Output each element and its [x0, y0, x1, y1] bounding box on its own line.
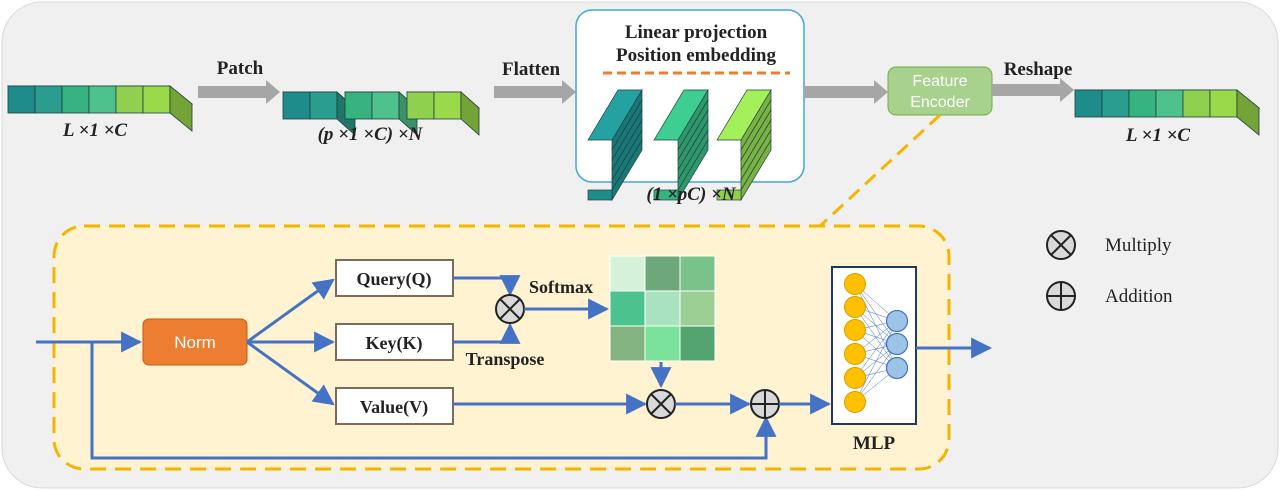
patch-3-side-face [460, 91, 480, 136]
input-seq-cell [61, 85, 90, 114]
input-seq-side-face [169, 85, 193, 132]
attention-cell [644, 255, 681, 292]
attention-cell [609, 325, 646, 362]
key-label: Key(K) [366, 333, 423, 354]
mlp-input-neuron [844, 296, 866, 318]
attention-cell [644, 290, 681, 327]
input-dims-label: L ×1 ×C [62, 120, 128, 141]
patches-block [281, 91, 481, 136]
input-seq-cell [34, 85, 63, 114]
feature-encoder-line1: Feature [912, 73, 967, 90]
flattened-dims-label: (1 ×pC) ×N [646, 184, 736, 205]
input-sequence-block [6, 85, 194, 132]
mlp-input-neuron [844, 391, 866, 413]
mlp-output-neuron [885, 332, 909, 356]
norm-label: Norm [174, 333, 216, 352]
mlp-input-neuron [844, 319, 866, 341]
output-seq-cell [1182, 89, 1211, 118]
mlp-network [844, 273, 909, 413]
mlp-edge [854, 320, 898, 379]
feature-encoder-line2: Encoder [910, 94, 970, 111]
flattened-patches-block [587, 88, 772, 202]
flat-col-2-front-face [653, 189, 679, 201]
softmax-label: Softmax [529, 277, 593, 297]
output-seq-cell [1074, 89, 1103, 118]
flat-col-3-top-face [716, 89, 772, 141]
legend-addition-icon [1046, 281, 1076, 311]
output-seq-cell [1209, 89, 1238, 118]
attention-cell [644, 325, 681, 362]
legend-addition-label: Addition [1105, 286, 1173, 307]
mlp-input-neuron [844, 367, 866, 389]
mlp-output-neuron [885, 356, 909, 380]
patch-3-cell [433, 91, 462, 120]
encoder-arrow-icon [804, 80, 888, 104]
query-to-multiply-arrow [453, 275, 521, 297]
input-seq-cell [142, 85, 171, 114]
addition-icon [750, 389, 780, 419]
norm-to-value-arrow [246, 340, 335, 406]
attention-matrix [609, 255, 716, 362]
input-seq-cell [88, 85, 117, 114]
patch-1-cell [282, 91, 311, 120]
flatten-label: Flatten [502, 59, 560, 80]
patches-dims-label: (p ×1 ×C) ×N [318, 124, 424, 145]
reshape-arrow-icon [992, 78, 1074, 102]
mlp-input-neuron [844, 273, 866, 295]
output-seq-cell [1101, 89, 1130, 118]
mlp-output-neuron [885, 309, 909, 333]
value-label: Value(V) [360, 397, 428, 418]
key-to-multiply-arrow [453, 322, 521, 344]
mlp-label: MLP [853, 433, 896, 454]
projection-title-line1: Linear projection [625, 22, 768, 43]
flat-col-3-front-face [716, 189, 742, 201]
mlp-input-neuron [844, 343, 866, 365]
patch-label: Patch [217, 58, 264, 79]
attention-cell [679, 290, 716, 327]
input-seq-cell [115, 85, 144, 114]
norm-to-query-arrow [246, 278, 335, 344]
patch-arrow-icon [198, 80, 280, 104]
mlp-edge [854, 320, 898, 403]
multiply-icon [495, 294, 525, 324]
query-label: Query(Q) [357, 269, 432, 290]
attention-cell [679, 255, 716, 292]
output-seq-side-face [1236, 89, 1260, 136]
attention-cell [609, 290, 646, 327]
query-box[interactable] [335, 259, 454, 297]
output-seq-cell [1155, 89, 1184, 118]
residual-flow-line [90, 342, 777, 460]
flatten-arrow-icon [494, 80, 576, 104]
encoder-detail-panel [52, 224, 951, 471]
patch-2-cell [371, 91, 400, 120]
input-seq-cell [7, 85, 36, 114]
flat-col-1-front-face [587, 189, 613, 201]
mlp-edge [854, 343, 898, 403]
reshape-label: Reshape [1004, 59, 1073, 80]
output-sequence-block [1073, 89, 1261, 136]
flat-col-2-top-face [653, 89, 709, 141]
patch-1-cell [309, 91, 338, 120]
key-box[interactable] [335, 323, 454, 361]
projection-title-line2: Position embedding [616, 45, 776, 66]
patch-3-cell [406, 91, 435, 120]
zoom-connector-line [818, 113, 942, 228]
attention-cell [609, 255, 646, 292]
value-box[interactable] [335, 387, 454, 425]
multiply-icon [646, 389, 676, 419]
attention-cell [679, 325, 716, 362]
flat-col-1-top-face [587, 89, 643, 141]
patch-2-cell [344, 91, 373, 120]
output-dims-label: L ×1 ×C [1125, 125, 1191, 146]
legend-multiply-icon [1046, 230, 1076, 260]
output-seq-cell [1128, 89, 1157, 118]
legend-multiply-label: Multiply [1105, 235, 1172, 256]
transpose-label: Transpose [466, 349, 545, 369]
